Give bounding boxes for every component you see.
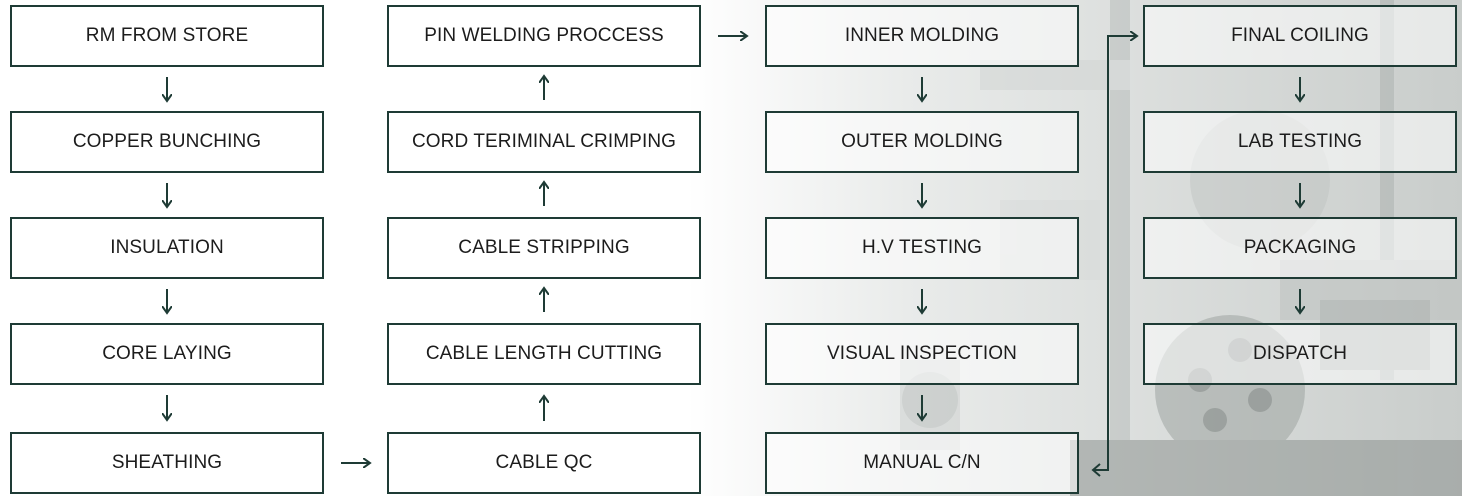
step-label: CORD TERIMINAL CRIMPING: [411, 131, 677, 152]
step-dispatch: DISPATCH: [1143, 323, 1457, 385]
step-packaging: PACKAGING: [1143, 217, 1457, 279]
step-core-laying: CORE LAYING: [10, 323, 324, 385]
step-label: COPPER BUNCHING: [72, 131, 262, 152]
step-label: CABLE STRIPPING: [458, 237, 630, 258]
step-outer-molding: OUTER MOLDING: [765, 111, 1079, 173]
step-label: INNER MOLDING: [844, 25, 1000, 46]
step-pin-welding-process: PIN WELDING PROCCESS: [387, 5, 701, 67]
step-label: CABLE LENGTH CUTTING: [425, 343, 663, 364]
step-label: SHEATHING: [111, 452, 223, 473]
step-copper-bunching: COPPER BUNCHING: [10, 111, 324, 173]
step-rm-from-store: RM FROM STORE: [10, 5, 324, 67]
step-label: MANUAL C/N: [863, 452, 981, 473]
step-hv-testing: H.V TESTING: [765, 217, 1079, 279]
step-cord-terminal-crimping: CORD TERIMINAL CRIMPING: [387, 111, 701, 173]
step-label: FINAL COILING: [1231, 25, 1369, 46]
step-cable-stripping: CABLE STRIPPING: [387, 217, 701, 279]
step-sheathing: SHEATHING: [10, 432, 324, 494]
step-lab-testing: LAB TESTING: [1143, 111, 1457, 173]
step-label: RM FROM STORE: [85, 25, 249, 46]
step-manual-cn: MANUAL C/N: [765, 432, 1079, 494]
step-label: CORE LAYING: [102, 343, 232, 364]
step-visual-inspection: VISUAL INSPECTION: [765, 323, 1079, 385]
step-insulation: INSULATION: [10, 217, 324, 279]
step-inner-molding: INNER MOLDING: [765, 5, 1079, 67]
step-final-coiling: FINAL COILING: [1143, 5, 1457, 67]
step-label: PACKAGING: [1243, 237, 1357, 258]
step-label: VISUAL INSPECTION: [827, 343, 1017, 364]
step-cable-length-cutting: CABLE LENGTH CUTTING: [387, 323, 701, 385]
step-cable-qc: CABLE QC: [387, 432, 701, 494]
step-label: LAB TESTING: [1237, 131, 1363, 152]
step-label: PIN WELDING PROCCESS: [424, 25, 664, 46]
step-label: DISPATCH: [1252, 343, 1348, 364]
step-label: INSULATION: [110, 237, 224, 258]
step-label: OUTER MOLDING: [841, 131, 1003, 152]
step-label: CABLE QC: [495, 452, 593, 473]
step-label: H.V TESTING: [861, 237, 983, 258]
